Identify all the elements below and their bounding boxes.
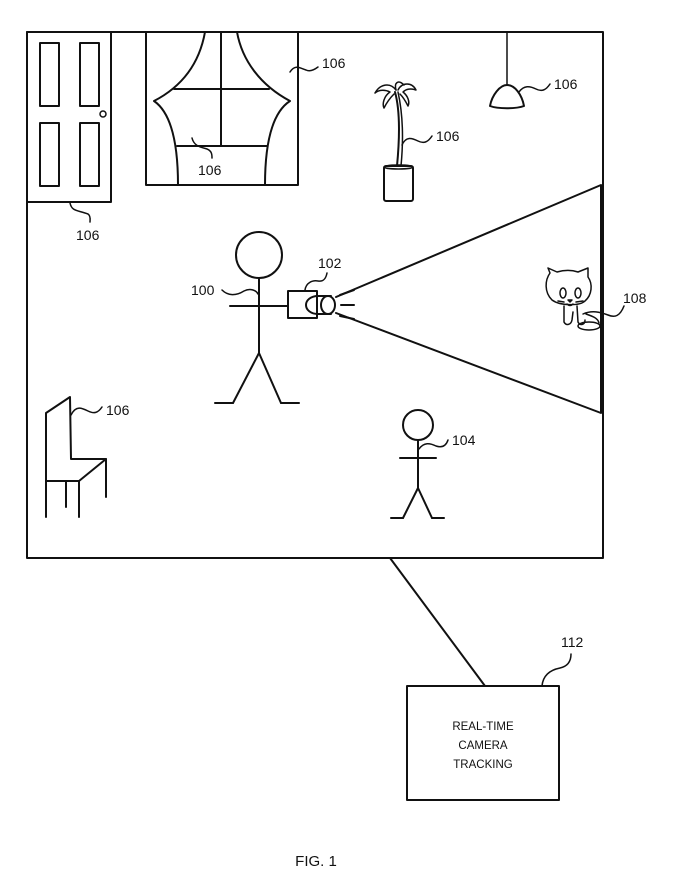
chair <box>45 396 107 518</box>
ref-door: 106 <box>76 227 100 243</box>
leader-lamp <box>518 83 551 93</box>
ref-user: 100 <box>191 282 215 298</box>
ref-chair: 106 <box>106 402 130 418</box>
connector-line <box>389 557 486 687</box>
camera-field-of-view <box>335 184 602 414</box>
ref-other-person: 104 <box>452 432 476 448</box>
leader-cat <box>582 305 625 318</box>
tracking-box-line-2: CAMERA <box>458 740 508 752</box>
cat <box>545 267 601 331</box>
leader-curtain <box>191 137 213 159</box>
ref-window: 106 <box>322 55 346 71</box>
leader-window <box>289 66 319 73</box>
leader-user <box>221 288 259 296</box>
leader-door <box>69 202 91 223</box>
other-person-figure <box>390 409 445 519</box>
leader-chair <box>70 406 103 416</box>
ref-lamp: 106 <box>554 76 578 92</box>
ref-camera: 102 <box>318 255 342 271</box>
leader-camera <box>304 272 328 291</box>
tracking-box-line-3: TRACKING <box>453 759 512 771</box>
ceiling-lamp <box>489 31 525 110</box>
tracking-box[interactable] <box>406 685 560 801</box>
figure-caption: FIG. 1 <box>295 853 337 870</box>
ref-cat: 108 <box>623 290 647 306</box>
potted-plant <box>374 81 417 202</box>
ref-tracking-box: 112 <box>561 634 584 650</box>
door <box>26 31 112 203</box>
room-border <box>26 31 604 559</box>
window <box>145 31 299 186</box>
leader-tracking-box <box>541 653 572 687</box>
ref-curtain: 106 <box>198 162 222 178</box>
leader-plant <box>401 135 433 146</box>
user-figure <box>214 231 300 404</box>
leader-other-person <box>418 439 449 450</box>
ref-plant: 106 <box>436 128 460 144</box>
tracking-box-line-1: REAL-TIME <box>452 721 514 733</box>
